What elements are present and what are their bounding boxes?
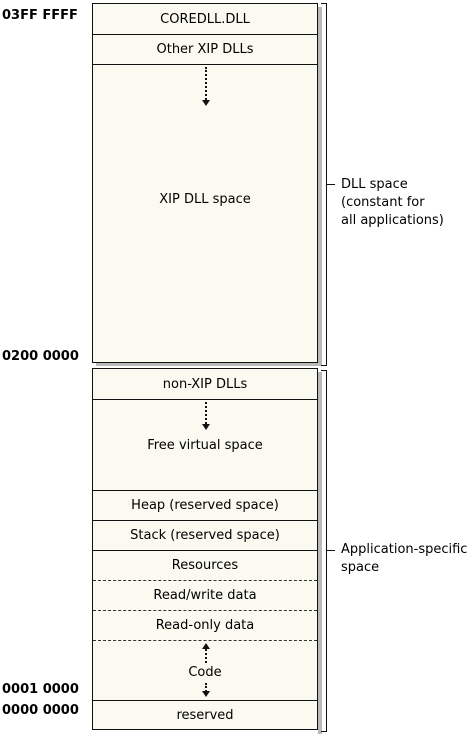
read-write-data-row: Read/write data — [153, 588, 257, 603]
row-divider — [93, 34, 317, 35]
dll-space-bracket — [321, 3, 327, 366]
row-divider-dashed — [93, 610, 317, 611]
coredll-row: COREDLL.DLL — [160, 11, 250, 27]
dll-bracket-tick — [327, 184, 335, 185]
address-top: 03FF FFFF — [2, 8, 78, 23]
free-virtual-space-row: Free virtual space — [147, 437, 263, 453]
read-only-data-row: Read-only data — [155, 618, 255, 633]
reserved-row: reserved — [176, 707, 234, 723]
xip-dll-space-row: XIP DLL space — [159, 191, 251, 207]
dll-note-line-1: DLL space — [341, 177, 408, 192]
row-divider — [93, 64, 317, 65]
down-arrow-head — [202, 691, 210, 697]
dll-block-shadow — [318, 7, 322, 366]
row-divider — [93, 520, 317, 521]
row-divider — [93, 490, 317, 491]
row-divider — [93, 700, 317, 701]
app-bracket-tick — [327, 550, 335, 551]
row-divider-dashed — [93, 580, 317, 581]
app-space-bracket — [321, 370, 327, 732]
up-arrow-shaft — [205, 649, 207, 663]
row-divider — [93, 399, 317, 400]
down-arrow-shaft — [205, 67, 207, 100]
down-arrow-shaft — [205, 402, 207, 424]
code-row: Code — [188, 664, 222, 680]
dll-note-line-3: all applications) — [341, 213, 444, 228]
address-code-start: 0001 0000 — [2, 682, 79, 697]
app-note-line-2: space — [341, 560, 380, 575]
down-arrow-shaft — [205, 683, 207, 692]
up-arrow-head — [202, 643, 210, 649]
app-space-block: non-XIP DLLs Free virtual space Heap (re… — [92, 368, 318, 730]
dll-note-line-2: (constant for — [341, 195, 425, 210]
app-note-line-1: Application-specific — [341, 542, 468, 557]
dll-space-annotation: DLL space (constant for all applications… — [341, 176, 444, 230]
down-arrow-head — [202, 100, 210, 106]
address-bottom: 0000 0000 — [2, 703, 79, 718]
heap-row: Heap (reserved space) — [131, 498, 279, 513]
dll-block-shadow-bottom — [96, 362, 322, 366]
down-arrow-head — [202, 424, 210, 430]
resources-row: Resources — [171, 558, 239, 573]
row-divider-dashed — [93, 640, 317, 641]
row-divider — [93, 550, 317, 551]
stack-row: Stack (reserved space) — [130, 528, 280, 543]
other-xip-dlls-row: Other XIP DLLs — [156, 42, 254, 57]
app-block-shadow — [318, 372, 322, 734]
address-dll-boundary: 0200 0000 — [2, 349, 79, 364]
app-space-annotation: Application-specific space — [341, 541, 467, 577]
dll-space-block: COREDLL.DLL Other XIP DLLs XIP DLL space — [92, 3, 318, 363]
non-xip-dlls-row: non-XIP DLLs — [162, 376, 248, 392]
